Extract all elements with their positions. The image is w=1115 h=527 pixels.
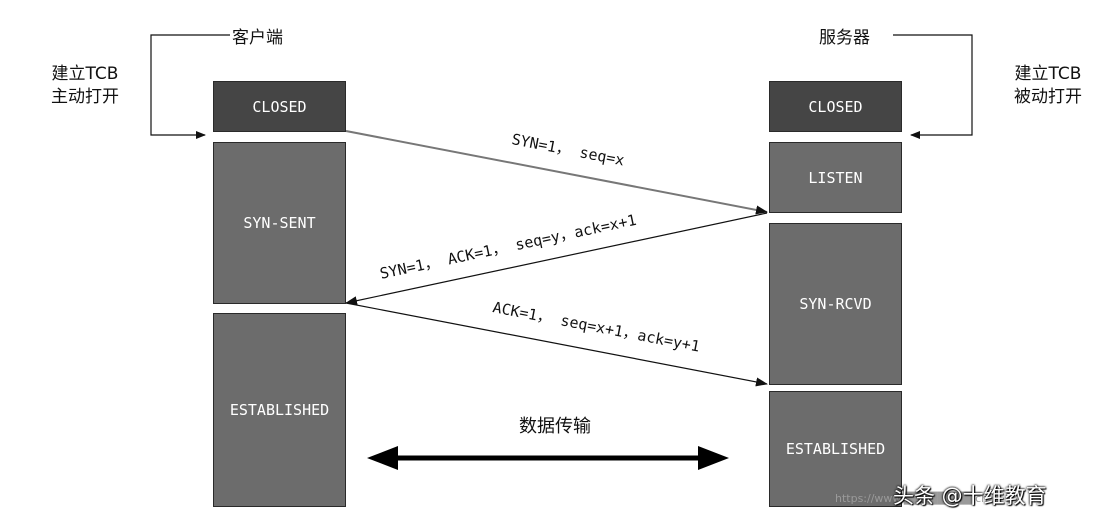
client-open-bracket [150, 34, 230, 139]
server-state-listen: LISTEN [769, 142, 902, 213]
client-side-note-line2: 主动打开 [51, 87, 119, 107]
server-side-note-line2: 被动打开 [1014, 87, 1082, 107]
server-state-closed: CLOSED [769, 81, 902, 132]
server-state-established: ESTABLISHED [769, 391, 902, 507]
client-side-note-line1: 建立TCB [51, 64, 119, 84]
server-side-note-line1: 建立TCB [1014, 64, 1082, 84]
ack-arrow [345, 302, 768, 387]
syn-arrow [345, 130, 768, 215]
server-open-bracket [893, 34, 973, 139]
server-state-syn-rcvd: SYN-RCVD [769, 223, 902, 385]
server-side-note: 建立TCB 被动打开 [1003, 63, 1093, 109]
syn-ack-arrow [345, 212, 768, 306]
client-state-syn-sent: SYN-SENT [213, 142, 346, 304]
server-title: 服务器 [819, 28, 870, 48]
client-state-established: ESTABLISHED [213, 313, 346, 507]
data-transfer-label: 数据传输 [519, 416, 591, 437]
watermark-url: https://www.████████.cn [835, 492, 989, 505]
data-transfer-double-arrow [367, 446, 729, 470]
client-side-note: 建立TCB 主动打开 [40, 63, 130, 109]
client-state-closed: CLOSED [213, 81, 346, 132]
watermark-brand: 头条 @十维教育 [893, 484, 1047, 508]
client-title: 客户端 [232, 28, 283, 48]
